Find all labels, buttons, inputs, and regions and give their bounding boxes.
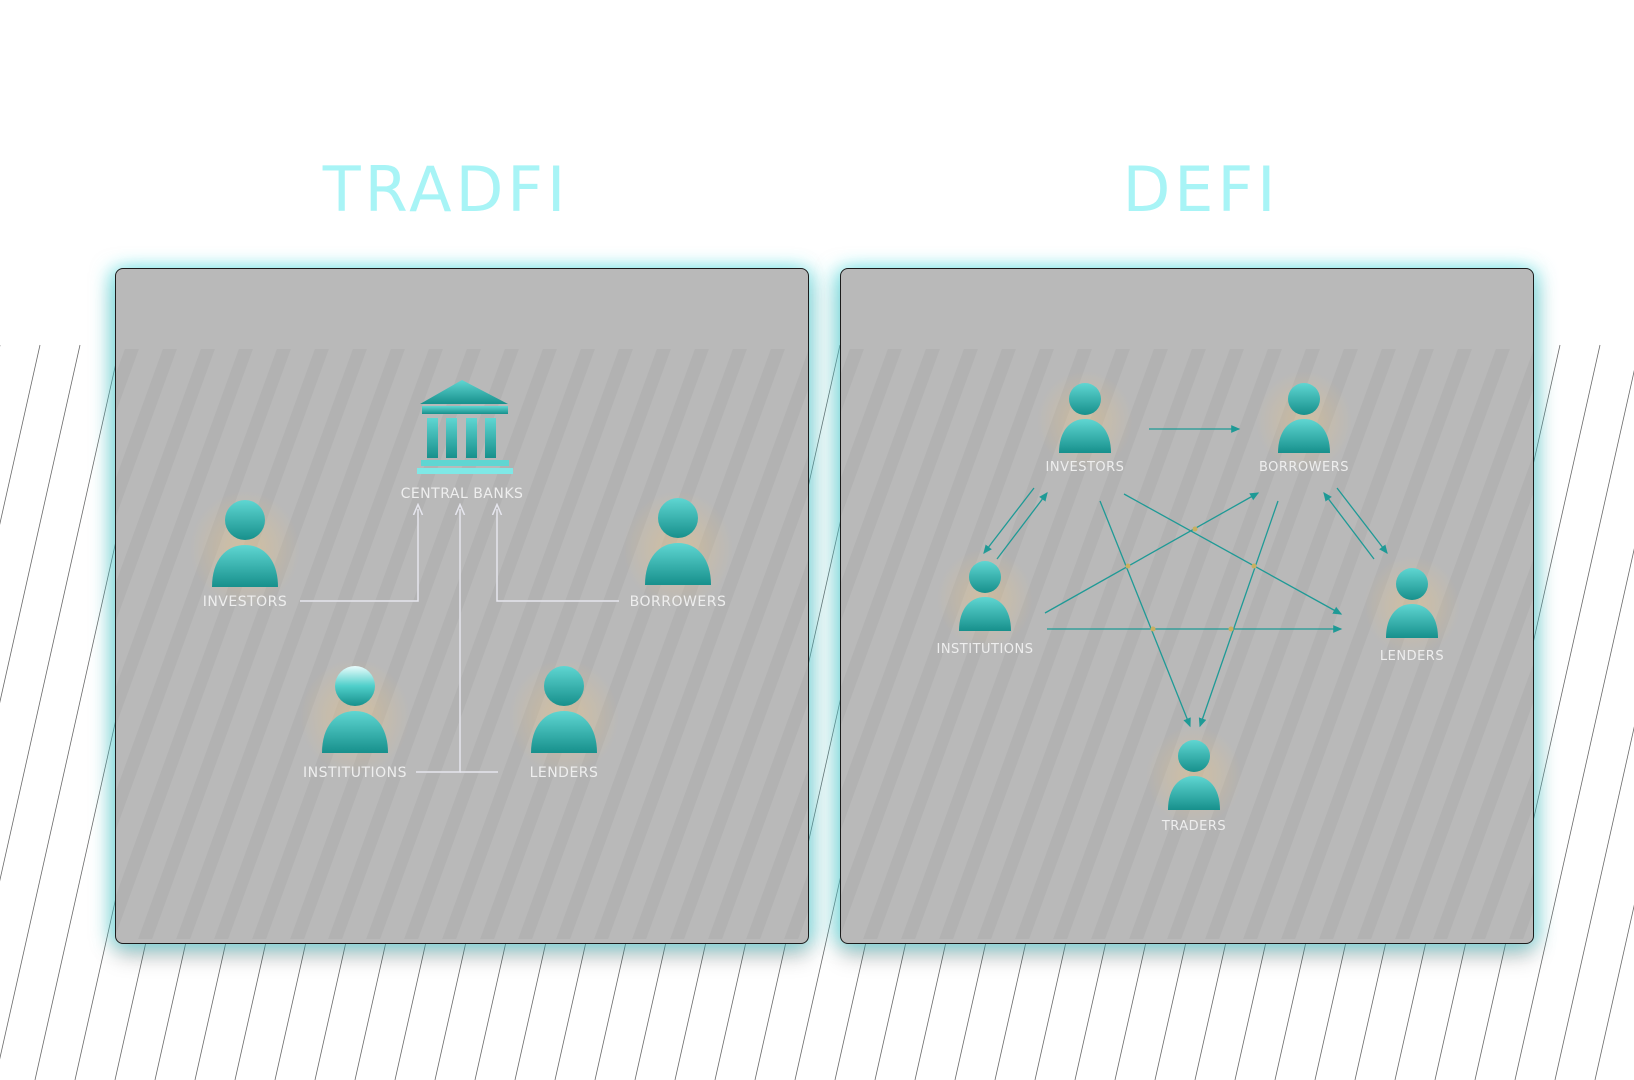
institutions-node: INSTITUTIONS [300,659,410,781]
background-hatch-line [0,344,121,882]
borrowers-label: BORROWERS [1259,460,1349,475]
tradfi-heading: TRADFI [322,153,570,226]
lenders-node: LENDERS [509,659,619,781]
arrow-investors-to-institutions [983,487,1035,555]
tradfi-connectors [300,509,619,773]
person-icon [212,500,278,587]
central-banks-label: CENTRAL BANKS [401,486,524,502]
lenders-label: LENDERS [1380,649,1444,664]
borrowers-label: BORROWERS [630,594,727,610]
arrow-investors-to-lenders [1123,493,1343,615]
connector-investors-to-central-banks [300,509,418,602]
person-icon [645,498,711,585]
institutions-label: INSTITUTIONS [303,765,407,781]
defi-junction-dots [1125,526,1257,632]
borrowers-node: BORROWERS [1256,371,1352,475]
background-hatch-line [1514,548,1634,1080]
investors-label: INVESTORS [1046,460,1125,475]
investors-node: INVESTORS [190,491,300,610]
person-icon [1386,568,1438,638]
arrow-institutions-to-borrowers [1044,492,1260,614]
lenders-label: LENDERS [530,765,599,781]
borrowers-node: BORROWERS [623,491,733,610]
background-hatch-line [1474,369,1634,1080]
investors-node: INVESTORS [1037,371,1133,475]
person-icon [1278,383,1330,453]
background-hatch-line [1594,904,1634,1080]
defi-panel: INVESTORS BORROWERS INSTITUTIONS [840,268,1534,944]
bank-building-icon [417,380,513,474]
arrow-institutions-to-investors [996,491,1048,560]
person-icon [1059,383,1111,453]
lenders-node: LENDERS [1364,556,1460,664]
background-hatch-line [0,344,81,704]
person-icon [531,666,597,753]
institutions-label: INSTITUTIONS [936,642,1033,657]
person-icon [1168,740,1220,810]
traders-node: TRADERS [1146,726,1242,834]
connector-borrowers-to-central-banks [497,509,619,602]
arrow-borrowers-to-traders [1198,500,1279,728]
person-icon [322,666,388,753]
investors-label: INVESTORS [203,594,288,610]
arrow-lenders-to-borrowers [1323,491,1375,560]
tradfi-panel: CENTRAL BANKS INVESTORS BORROWERS [115,268,809,944]
background-hatch-line [0,344,41,526]
arrow-investors-to-traders [1099,500,1191,728]
background-hatch-line [1554,726,1634,1080]
arrow-borrowers-to-lenders [1336,487,1388,555]
defi-connectors [983,425,1388,728]
traders-label: TRADERS [1161,819,1226,834]
defi-heading: DEFI [1122,153,1280,226]
panel-stripes [116,349,808,939]
person-icon [959,561,1011,631]
institutions-node: INSTITUTIONS [936,549,1033,657]
